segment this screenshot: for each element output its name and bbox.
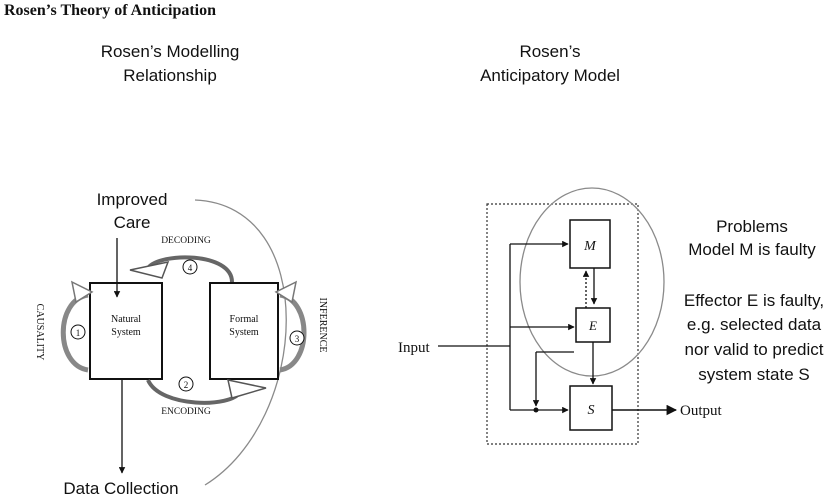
modelling-heading-line2: Relationship — [123, 66, 217, 85]
modelling-heading-line1: Rosen’s Modelling — [100, 42, 240, 61]
step-2-label: 2 — [184, 380, 189, 390]
decoding-arrowhead — [129, 260, 170, 279]
problem-highlight-ellipse — [519, 187, 665, 377]
problems-heading: Problems — [716, 217, 788, 236]
system-boundary-dashed-box — [486, 203, 639, 445]
natural-system-box — [89, 282, 163, 380]
effector-faulty-line1: Effector E is faulty, — [684, 291, 824, 310]
effector-faulty-line3: nor valid to predict — [685, 340, 824, 359]
anticipatory-model-diagram: Input M E — [398, 187, 824, 445]
step-4-circle — [182, 259, 198, 275]
modelling-relationship-heading: Rosen’s Modelling Relationship — [70, 40, 270, 88]
page-title: Rosen’s Theory of Anticipation — [4, 2, 217, 19]
step-3-label: 3 — [295, 334, 300, 344]
effector-faulty-line4: system state S — [698, 365, 809, 384]
inference-label: INFERENCE — [317, 298, 328, 353]
causality-arrowhead — [70, 280, 94, 304]
outer-arc — [194, 199, 287, 486]
step-1-label: 1 — [76, 328, 81, 338]
step-1-circle — [70, 324, 86, 340]
data-collection-label: Data Collection — [63, 479, 178, 498]
formal-system-box — [209, 282, 279, 380]
causality-label: CAUSALITY — [34, 304, 45, 361]
junction-dot — [533, 407, 539, 413]
output-label: Output — [680, 403, 723, 419]
encoding-label: ENCODING — [161, 407, 211, 417]
natural-system-label-line1: Natural — [111, 314, 141, 325]
box-s-label: S — [588, 403, 595, 418]
box-m-label: M — [583, 239, 597, 254]
box-s — [569, 385, 613, 431]
box-e — [575, 307, 611, 343]
input-label: Input — [398, 340, 430, 356]
natural-system-label-line2: System — [111, 327, 141, 338]
encoding-arrowhead — [227, 379, 267, 399]
anticipatory-heading-line1: Rosen’s — [519, 42, 581, 61]
encoding-arc — [146, 378, 242, 405]
formal-system-label-line2: System — [229, 327, 259, 338]
step-4-label: 4 — [188, 263, 193, 273]
effector-faulty-line2: e.g. selected data — [687, 315, 822, 334]
model-faulty-text: Model M is faulty — [688, 240, 816, 259]
improved-care-line2: Care — [114, 213, 151, 232]
formal-system-label-line1: Formal — [230, 314, 259, 325]
anticipatory-heading-line2: Anticipatory Model — [480, 66, 620, 85]
modelling-relationship-diagram: Natural System Formal System DECODING 4 … — [34, 190, 328, 498]
decoding-label: DECODING — [161, 236, 211, 246]
inference-arrowhead — [274, 280, 298, 304]
step-2-circle — [178, 376, 194, 392]
anticipatory-model-heading: Rosen’s Anticipatory Model — [450, 40, 650, 88]
decoding-arc — [146, 255, 234, 283]
step-3-circle — [289, 330, 305, 346]
box-e-label: E — [588, 318, 597, 333]
box-m — [569, 219, 611, 269]
improved-care-line1: Improved — [97, 190, 168, 209]
